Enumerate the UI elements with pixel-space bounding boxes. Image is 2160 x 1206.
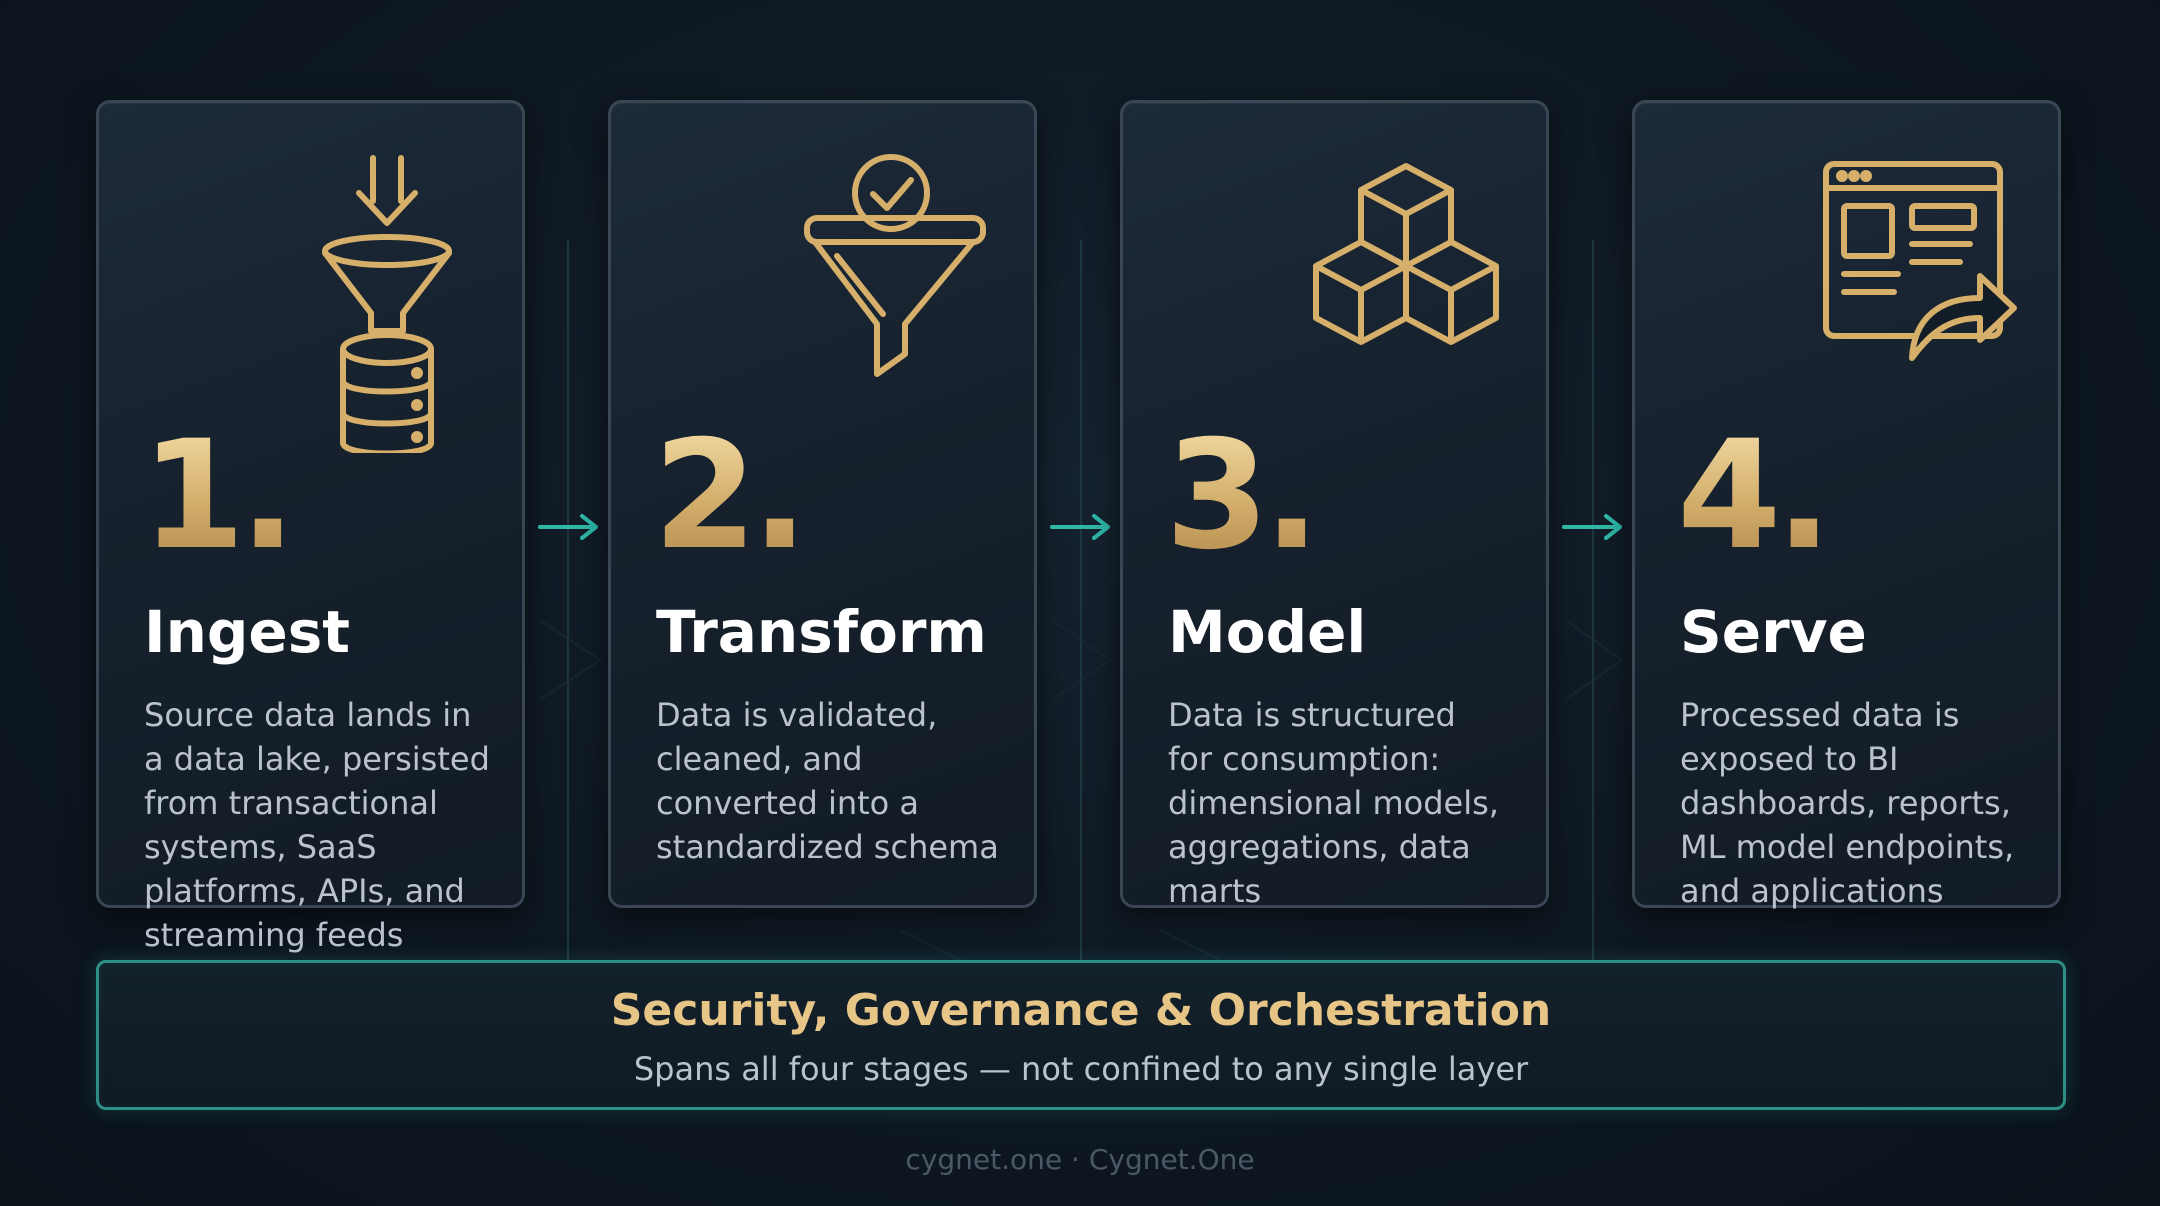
stage-description: Data is structured for consumption: dime…	[1168, 696, 1499, 910]
banner-title: Security, Governance & Orchestration	[610, 985, 1552, 1036]
stage-description: Source data lands in a data lake, persis…	[144, 696, 490, 954]
funnel-database-icon	[322, 155, 452, 453]
funnel-check-icon	[804, 154, 986, 377]
stage-number: 4.	[1677, 409, 1832, 583]
stage-title: Ingest	[144, 598, 350, 666]
stage-card-serve: 4. Serve Processed data is exposed to BI…	[1632, 100, 2061, 910]
arrow-right-icon	[1050, 514, 1110, 540]
footer-watermark: cygnet.one · Cygnet.One	[905, 1143, 1255, 1176]
banner-subtitle: Spans all four stages — not confined to …	[633, 1050, 1529, 1088]
cubes-icon	[1313, 163, 1499, 345]
stage-description: Processed data is exposed to BI dashboar…	[1680, 696, 2015, 910]
stage-card-model: 3. Model Data is structured for consumpt…	[1120, 100, 1549, 910]
stage-number: 3.	[1165, 409, 1320, 583]
arrow-right-icon	[1562, 514, 1622, 540]
stage-card-transform: 2. Transform Data is validated, cleaned,…	[608, 100, 1037, 908]
stage-title: Transform	[656, 598, 987, 666]
arrow-right-icon	[538, 514, 598, 540]
stage-title: Serve	[1680, 598, 1867, 666]
dashboard-share-icon	[1823, 161, 2017, 361]
stage-number: 2.	[653, 409, 808, 583]
stage-title: Model	[1168, 598, 1367, 666]
stage-number: 1.	[141, 409, 296, 583]
governance-banner: Security, Governance & Orchestration Spa…	[96, 960, 2066, 1110]
stage-description: Data is validated, cleaned, and converte…	[656, 696, 999, 866]
stage-card-ingest: 1. Ingest Source data lands in a data la…	[96, 100, 525, 954]
